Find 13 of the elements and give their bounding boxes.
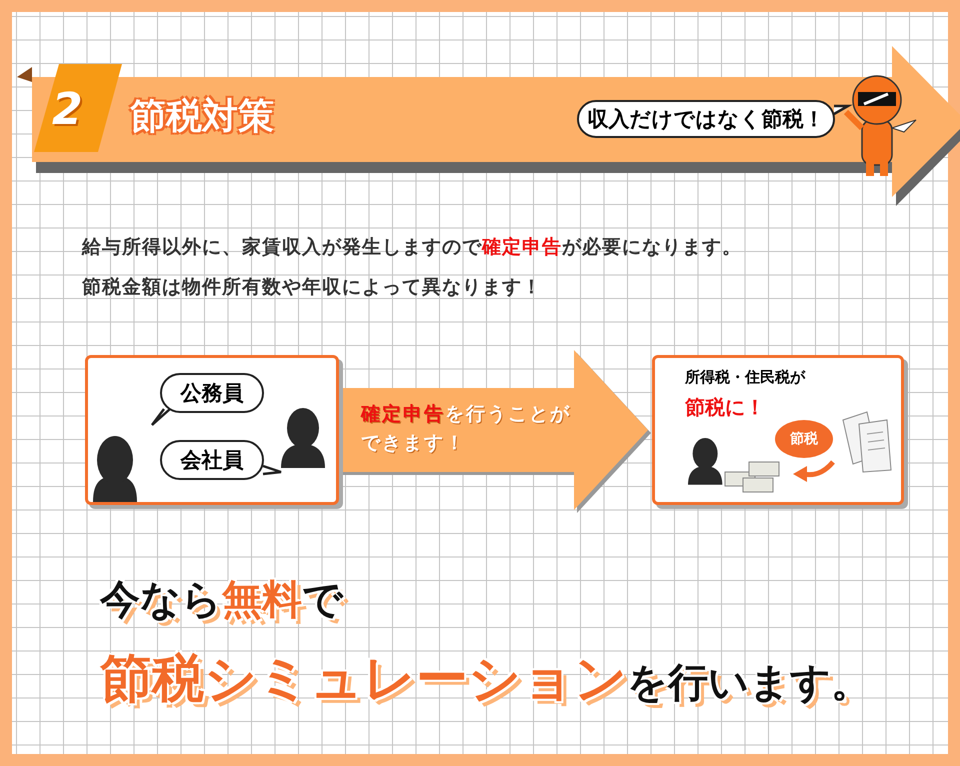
section-title: 節税対策 xyxy=(130,95,274,139)
arrow-label: 確定申告を行うことができます！ xyxy=(361,402,572,456)
panel-heading: 所得税・住民税が xyxy=(685,368,805,387)
section-number: 2 xyxy=(52,84,83,135)
headline-text: 節税シミュレーションを行います。 xyxy=(100,648,871,711)
speech-bubble: 公務員 xyxy=(160,373,264,413)
tag-badge: 節税 xyxy=(775,420,833,458)
body-text: 給与所得以外に、家賃収入が発生しますので確定申告が必要になります。 xyxy=(82,235,742,260)
speech-bubble: 会社員 xyxy=(160,440,264,480)
highlight-text: 節税に！ xyxy=(685,394,765,421)
body-text: 節税金額は物件所有数や年収によって異なります！ xyxy=(82,275,542,300)
speech-bubble: 収入だけではなく節税！ xyxy=(577,100,835,138)
headline-text: 今なら無料で xyxy=(100,576,343,625)
